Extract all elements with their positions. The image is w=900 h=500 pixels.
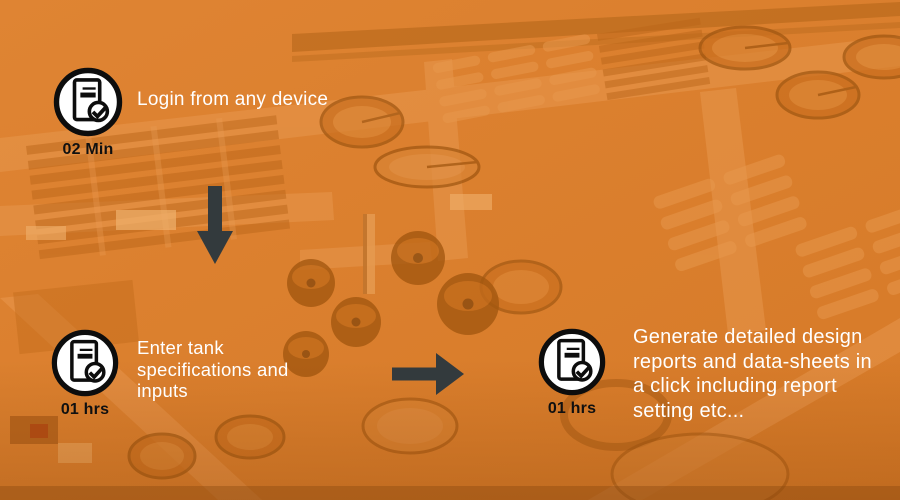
step-description-line: inputs	[137, 380, 188, 401]
document-check-icon	[52, 66, 124, 138]
step-description-line: a click including report	[633, 375, 837, 397]
step-duration-label: 01 hrs	[60, 401, 110, 418]
step-description: Enter tank specifications and inputs	[137, 337, 289, 402]
step-description: Generate detailed design reports and dat…	[633, 325, 872, 423]
step-description: Login from any device	[137, 88, 328, 112]
document-check-icon	[50, 328, 120, 398]
document-check-icon	[537, 327, 607, 397]
step-login: 02 Min Login from any device	[52, 66, 328, 159]
down-arrow-icon	[197, 186, 233, 264]
right-arrow-icon	[392, 353, 464, 395]
step-description-line: Enter tank	[137, 337, 224, 358]
step-description-line: Generate detailed design	[633, 326, 863, 348]
step-duration-label: 01 hrs	[547, 400, 597, 417]
step-description-line: specifications and	[137, 358, 289, 380]
step-description-line: reports and data-sheets in	[633, 350, 872, 373]
step-enter-tank-specs: 01 hrs Enter tank specifications and inp…	[50, 328, 289, 419]
step-duration-label: 02 Min	[62, 141, 114, 158]
step-description-line: setting etc...	[633, 399, 745, 422]
step-description-line: Login from any device	[137, 89, 329, 110]
step-generate-reports: 01 hrs Generate detailed design reports …	[537, 325, 872, 423]
